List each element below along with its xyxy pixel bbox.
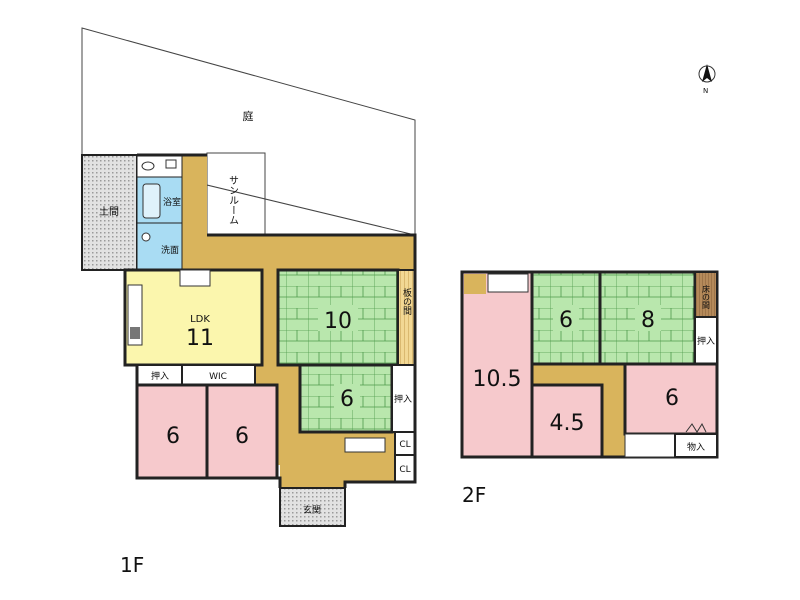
western-room-4-5: [530, 383, 604, 459]
washroom-label: 洗面: [161, 244, 179, 256]
tatami-room-6-2f-label: 6: [559, 308, 573, 333]
toilet-icon: [141, 161, 155, 171]
oshiire-2f-label: 押入: [697, 335, 715, 347]
closet-2-label: CL: [399, 465, 410, 475]
tatami-room-8-label-bg: [635, 305, 661, 331]
western-room-10-5: [460, 270, 534, 459]
western-room-6-mid: [205, 383, 279, 480]
stair-ldk: [179, 269, 211, 287]
washbasin-icon: [141, 232, 151, 242]
hallway-2f-corner: [464, 274, 486, 294]
floor-1-label: 1F: [120, 553, 144, 577]
sink-1f-icon: [165, 159, 177, 169]
storage-2f-label: 物入: [687, 441, 705, 453]
tokonoma-label: 床の間: [702, 284, 711, 310]
tatami-room-6-center-label: 6: [340, 387, 354, 412]
itanoma-area: [397, 269, 416, 366]
stair-2f-lower: [624, 433, 676, 458]
stove-icon: [130, 327, 140, 339]
north-arrow-icon: [702, 64, 712, 82]
door-swing-icon: [685, 422, 707, 433]
western-room-10-5-label: 10.5: [473, 367, 522, 392]
sunroom-label: サンルーム: [227, 175, 239, 225]
ldk-label: LDK: [190, 314, 210, 325]
floor-1: 庭 サンルーム 土間 浴室 洗面 LDK 11 10: [81, 27, 417, 577]
tatami-room-6-2f-label-bg: [553, 305, 579, 331]
stair-2f-upper: [487, 273, 529, 293]
oshiire-center-label: 押入: [394, 393, 412, 405]
oshiire-left-label: 押入: [151, 370, 169, 382]
hallway-1f: [182, 155, 415, 488]
storage-2f: [674, 433, 718, 458]
genkan-label: 玄関: [303, 504, 321, 516]
compass-north-label: N: [703, 87, 708, 95]
wic-label: WIC: [209, 372, 227, 382]
doma-label: 土間: [99, 205, 119, 218]
closet-1-label: CL: [399, 440, 410, 450]
western-room-4-5-label: 4.5: [550, 411, 585, 436]
western-room-6-2f-label: 6: [665, 386, 679, 411]
stair-1f-lower: [344, 437, 386, 453]
ldk-size: 11: [186, 326, 214, 351]
garden-label: 庭: [243, 109, 254, 123]
tatami-room-10-label-bg: [318, 305, 358, 331]
floor-2: 10.5 6 8 床の間 押入 4.5 6 物入 2F: [460, 270, 719, 507]
bathtub-icon: [142, 183, 161, 219]
western-room-6-2f: [623, 362, 719, 436]
itanoma-label: 板の間: [401, 287, 412, 316]
tatami-room-8-label: 8: [641, 308, 655, 333]
compass: N: [698, 64, 716, 95]
western-room-6-mid-label: 6: [235, 424, 249, 449]
tatami-room-10-label: 10: [324, 309, 352, 334]
outer-wall-1f: [123, 153, 417, 488]
genkan: [279, 487, 346, 527]
western-room-6-left-label: 6: [166, 424, 180, 449]
bath-label: 浴室: [163, 196, 181, 208]
tatami-room-6-center-label-bg: [334, 384, 360, 410]
floor-2-label: 2F: [462, 483, 486, 507]
